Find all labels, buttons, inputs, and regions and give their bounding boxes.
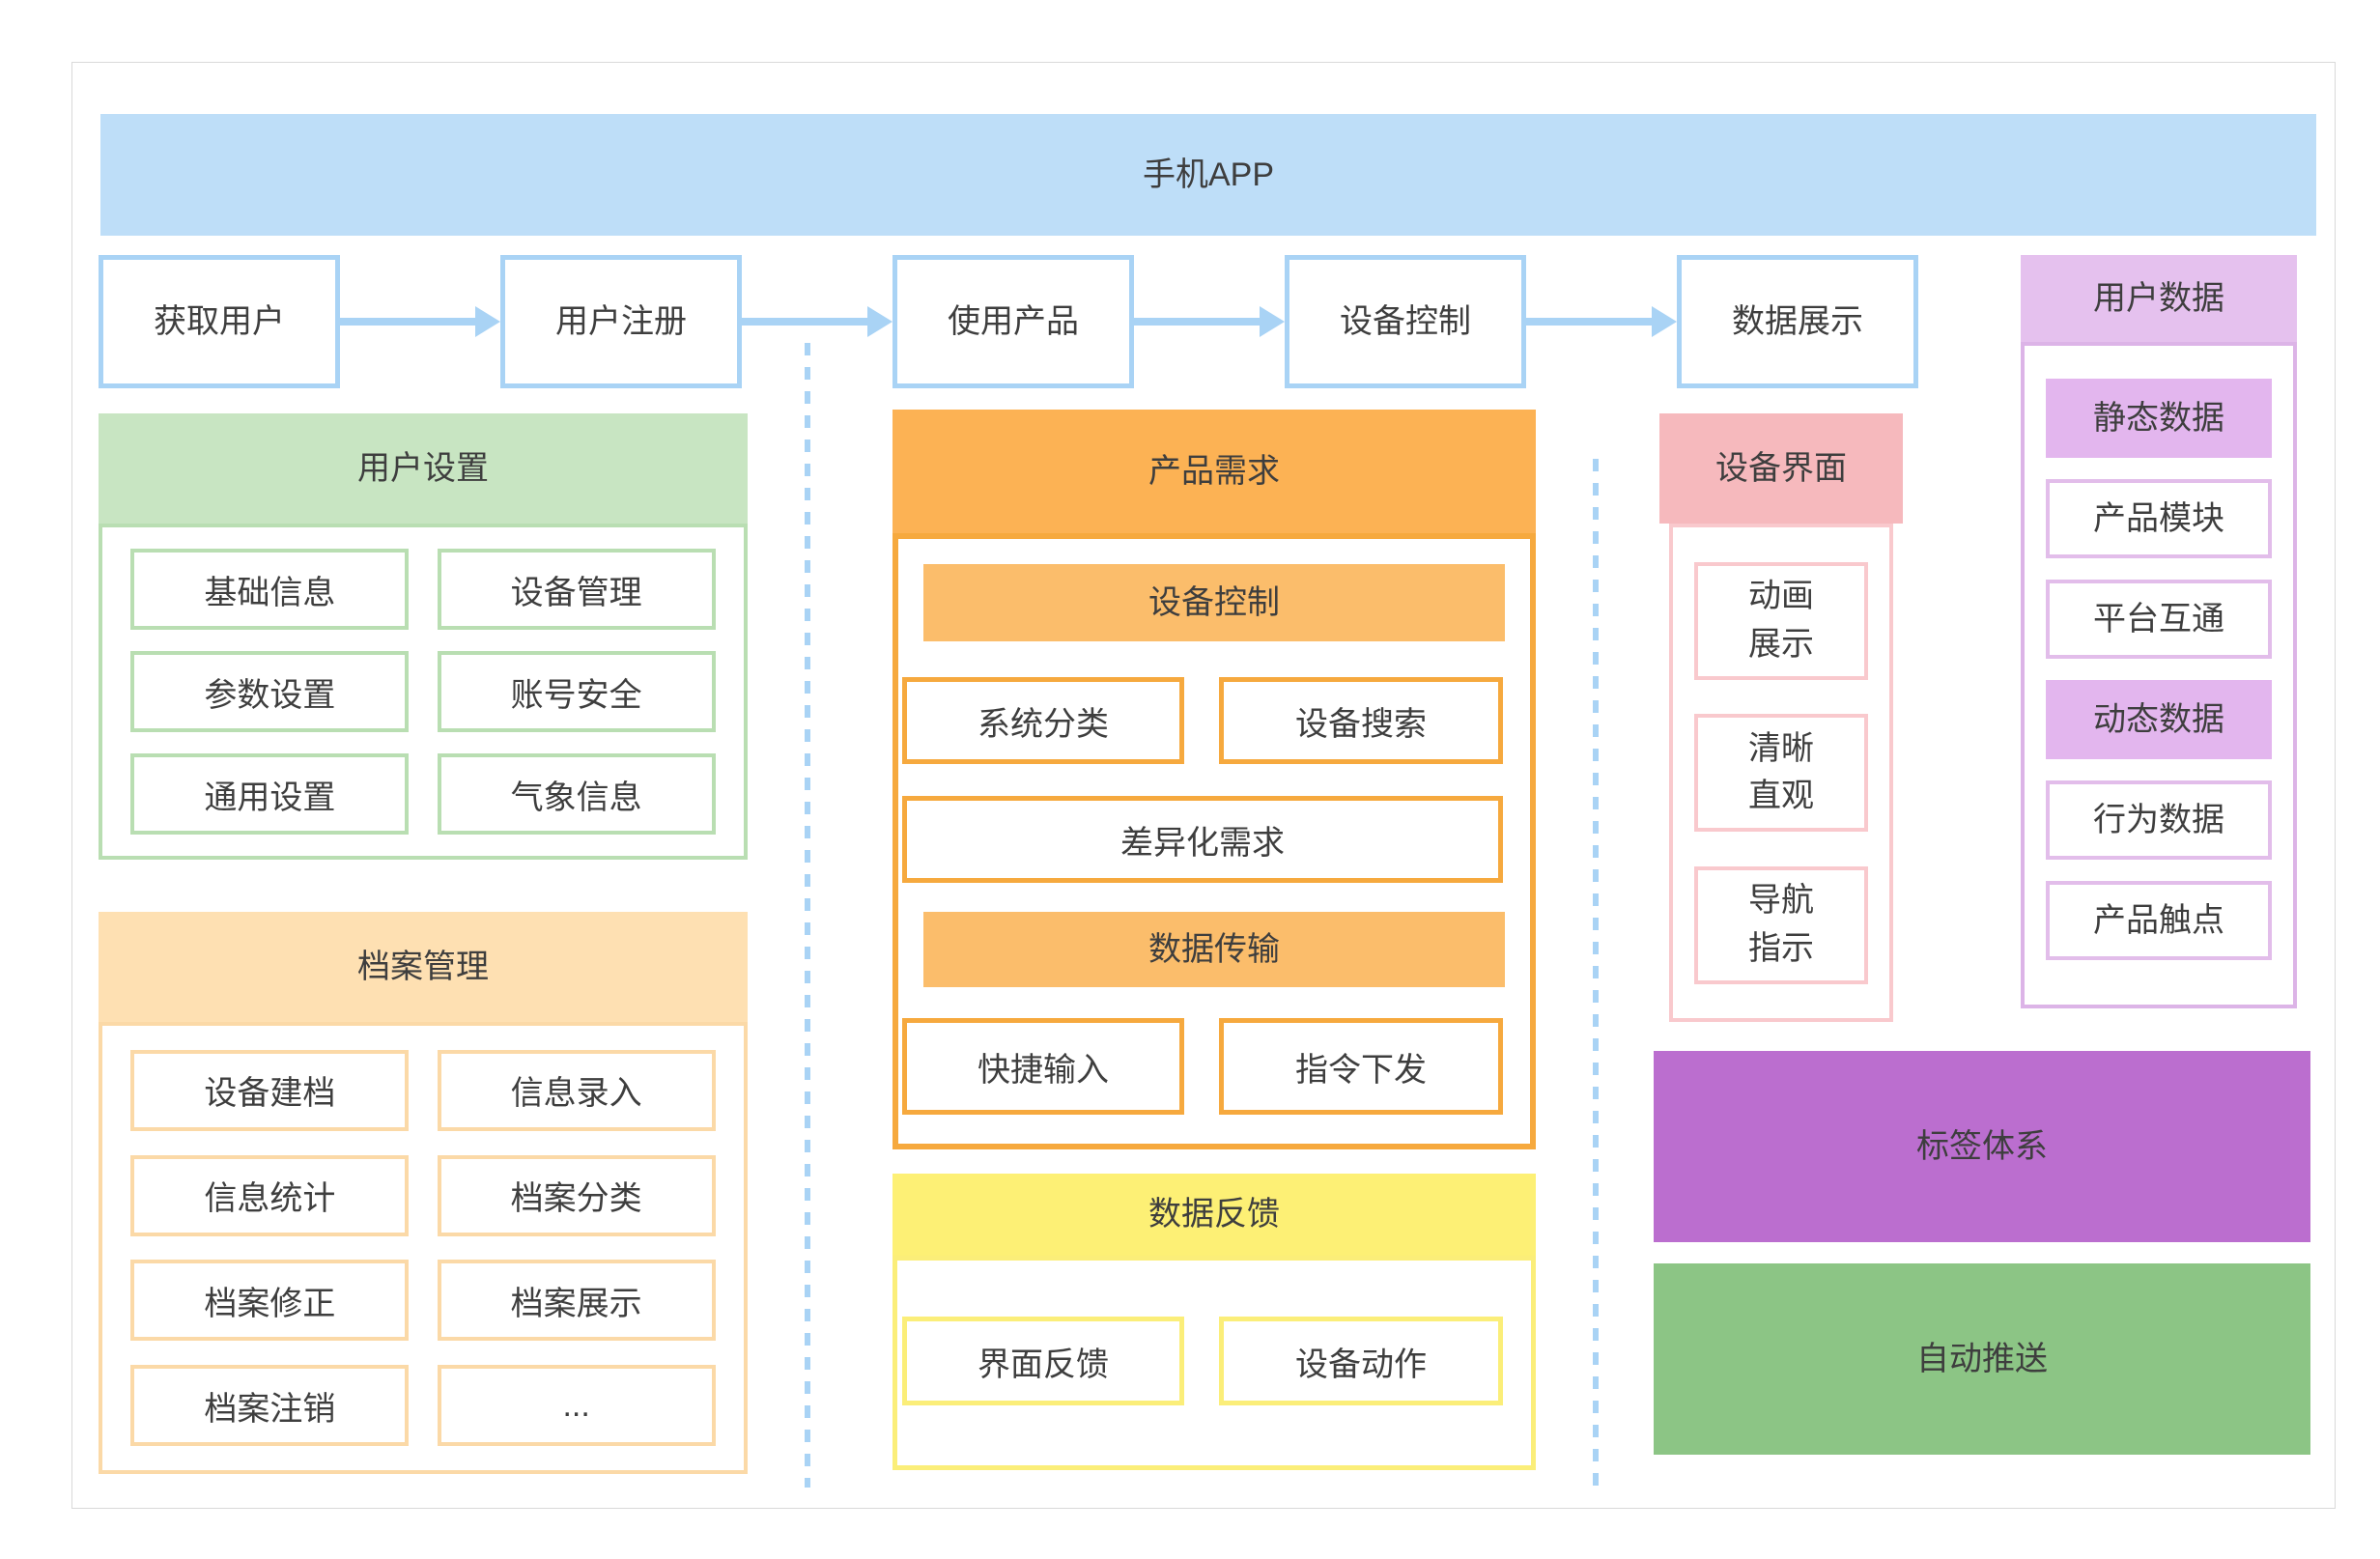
product-item: 快捷输入 [902,1018,1184,1115]
dashed-separator-left [805,343,810,1488]
archive-item: 设备建档 [130,1049,410,1131]
user-data-item: 产品模块 [2046,479,2272,558]
user-settings-group: 基础信息 设备管理 参数设置 账号安全 通用设置 气象信息 [99,524,748,860]
device-interface-item-line: 展示 [1748,625,1814,663]
flow-step-device-control: 设备控制 [1285,255,1526,388]
user-settings-item: 账号安全 [437,651,716,732]
data-feedback-group: 界面反馈 设备动作 [892,1256,1536,1470]
data-transfer-subheader: 数据传输 [923,912,1505,987]
device-interface-group: 动画 展示 清晰 直观 导航 指示 [1669,524,1893,1022]
product-requirements-group: 设备控制 系统分类 设备搜索 差异化需求 数据传输 快捷输入 指令下发 [892,533,1536,1149]
flow-arrow-icon [742,306,892,337]
tag-system-block: 标签体系 [1654,1051,2310,1242]
archive-item: 信息统计 [130,1154,410,1236]
product-item-wide: 差异化需求 [902,796,1503,883]
user-data-item: 平台互通 [2046,580,2272,659]
archive-item: 信息录入 [437,1049,716,1131]
user-data-header: 用户数据 [2021,255,2297,342]
device-interface-item-line: 动画 [1748,578,1814,615]
archive-item: 档案分类 [437,1154,716,1236]
product-requirements-header: 产品需求 [892,410,1536,533]
device-interface-item: 清晰 直观 [1694,714,1868,832]
product-item: 系统分类 [902,677,1184,764]
device-interface-item-line: 直观 [1748,778,1814,814]
archive-item-more: ... [437,1365,716,1447]
product-item: 指令下发 [1219,1018,1503,1115]
flow-step-data-display: 数据展示 [1677,255,1918,388]
device-interface-item-line: 指示 [1748,929,1814,967]
auto-push-block: 自动推送 [1654,1263,2310,1455]
data-feedback-header: 数据反馈 [892,1174,1536,1256]
archive-management-header: 档案管理 [99,912,748,1022]
user-data-item: 静态数据 [2046,379,2272,458]
app-banner: 手机APP [100,114,2316,236]
device-control-subheader: 设备控制 [923,564,1505,641]
device-interface-item: 动画 展示 [1694,561,1868,680]
user-settings-item: 基础信息 [130,549,410,630]
flow-step-use-product: 使用产品 [892,255,1134,388]
user-settings-item: 参数设置 [130,651,410,732]
feedback-item: 界面反馈 [902,1317,1184,1405]
user-data-item: 产品触点 [2046,881,2272,960]
user-data-item: 动态数据 [2046,680,2272,759]
flow-step-user-register: 用户注册 [500,255,742,388]
flow-arrow-icon [1134,306,1285,337]
user-settings-item: 通用设置 [130,753,410,835]
dashed-separator-right [1593,459,1599,1488]
flow-step-acquire-users: 获取用户 [99,255,340,388]
archive-item: 档案注销 [130,1365,410,1447]
feedback-item: 设备动作 [1219,1317,1503,1405]
user-settings-item: 设备管理 [437,549,716,630]
product-item: 设备搜索 [1219,677,1503,764]
archive-management-group: 设备建档 信息录入 信息统计 档案分类 档案修正 档案展示 档案注销 ... [99,1022,748,1474]
user-settings-item: 气象信息 [437,753,716,835]
device-interface-item: 导航 指示 [1694,865,1868,984]
device-interface-item-line: 清晰 [1748,729,1814,767]
device-interface-header: 设备界面 [1659,413,1903,524]
archive-item: 档案修正 [130,1260,410,1342]
flow-arrow-icon [1526,306,1677,337]
user-data-item: 行为数据 [2046,780,2272,860]
user-settings-header: 用户设置 [99,413,748,524]
device-interface-item-line: 导航 [1748,882,1814,920]
archive-item: 档案展示 [437,1260,716,1342]
flow-arrow-icon [340,306,500,337]
user-data-group: 静态数据 产品模块 平台互通 动态数据 行为数据 产品触点 [2021,342,2297,1008]
